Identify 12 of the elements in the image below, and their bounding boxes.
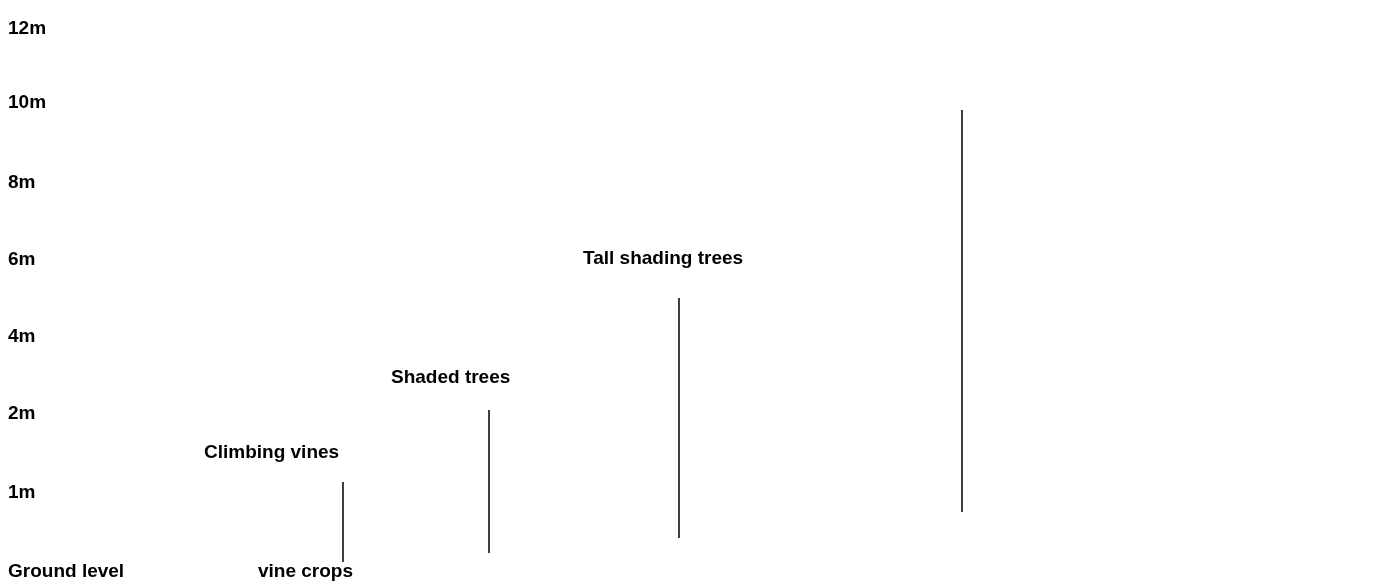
axis-label: 1m: [8, 480, 36, 504]
axis-label: 8m: [8, 170, 36, 194]
plant-label: Tall shading trees: [583, 246, 744, 270]
axis-label: 6m: [8, 247, 36, 271]
axis-label: 10m: [8, 90, 47, 114]
axis-label: 12m: [8, 16, 47, 40]
plant-label: Shaded trees: [391, 365, 511, 389]
axis-label: 4m: [8, 324, 36, 348]
axis-label: 2m: [8, 401, 36, 425]
plant-label: vine crops: [258, 559, 354, 583]
plant-label: Climbing vines: [204, 440, 340, 464]
axis-label: Ground level: [8, 559, 125, 583]
